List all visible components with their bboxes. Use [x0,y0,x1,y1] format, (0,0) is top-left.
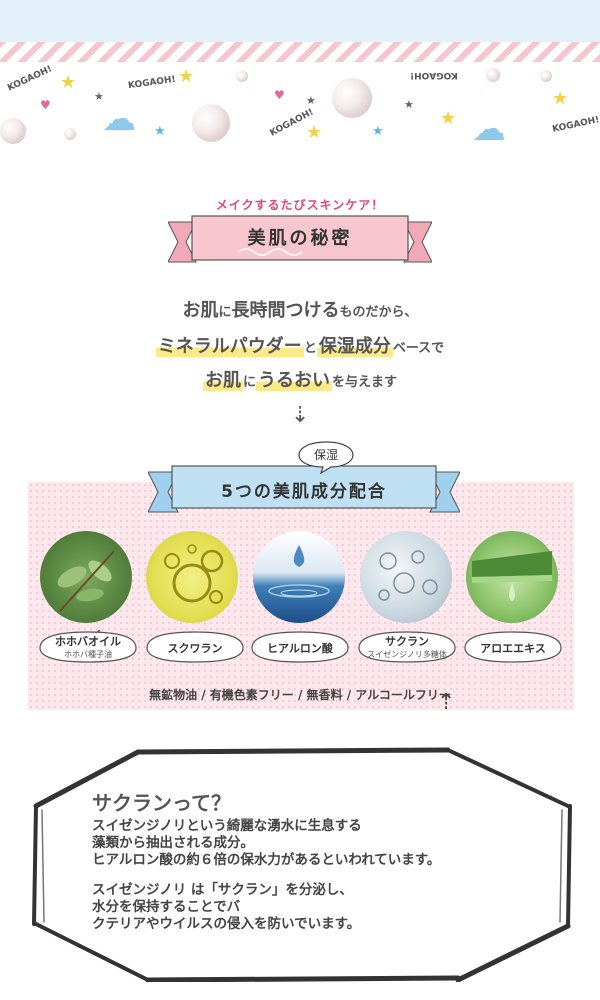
ingredient-name: ヒアルロン酸 [267,642,333,655]
lead-text: に [218,305,232,320]
star-icon: ★ [94,90,104,103]
qa-title: サクランって？ [92,791,231,815]
header-stripe [0,42,600,62]
brand-mark: KOGAOH! [6,64,54,94]
qa-body-line: クテリアやウイルスの侵入を防いでいます。 [92,916,361,932]
sketch-frame [32,747,572,982]
arrow-down-icon: ⇣ [291,403,310,428]
jojoba-leaf-image [40,531,132,623]
header-decoration: KOGAOH! KOGAOH! KOGAOH! KOGAOH! KOGAOH! … [0,62,600,150]
ingredient-tag [464,631,562,663]
pearl-icon [236,70,248,82]
speech-bubble [298,441,354,474]
water-droplet-image [253,531,345,623]
qa-body-line: スイゼンジノリ は「サクラン」を分泌し、 [92,882,353,898]
arrow-up-icon: ⇡ [437,690,456,715]
free-of-list: 無鉱物油 / 有機色素フリー / 無香料 / アルコールフリー [149,688,451,702]
catch-copy: メイクするたびスキンケア！ [215,198,385,212]
lead-text: を与えます [332,375,398,390]
squalane-oil-drops-image [146,531,238,623]
star-icon: ★ [552,88,569,109]
heart-icon: ♥ [40,98,51,112]
pearl-icon [332,78,372,118]
pearl-icon [0,118,26,144]
moisture-badge: 保湿 [313,448,338,462]
lead-highlight: うるおい [256,370,332,391]
lead-text: ベースで [392,341,445,356]
brand-mark: KOGAOH! [410,70,458,80]
star-icon: ★ [372,124,384,139]
ingredient-tag [358,631,456,663]
lead-highlight: お肌 [202,370,243,391]
lead-line-1: お肌に長時間つけるものだから、 [0,296,600,322]
ingredient-sub: スイゼンジノリ多糖体 [367,650,447,659]
pearl-icon [192,104,230,142]
lead-line-2: ミネラルパウダーと保湿成分ベースで [0,332,600,358]
star-icon: ★ [306,122,323,143]
cloud-icon: ☁ [472,109,506,149]
lead-line-3: お肌にうるおいを与えます [0,366,600,392]
ingredient-name: サクラン [385,635,429,648]
title-ribbon [168,215,432,263]
star-icon: ★ [440,108,457,129]
qa-body-line: ヒアルロン酸の約６倍の保水力があるといわれています。 [92,852,441,868]
qa-body-line: 水分を保持することでバ [92,899,241,915]
lead-text: ものだから、 [339,305,418,320]
lead-text: と [303,341,317,356]
pearl-icon [64,128,76,140]
aloe-leaf-image [466,531,558,623]
star-icon: ★ [306,94,316,107]
water-bubbles-image [360,531,452,623]
cloud-icon: ☁ [102,99,136,139]
lead-text: 長時間つける [231,300,340,321]
lead-highlight: ミネラルパウダー [155,336,304,357]
ingredient-name: ホホバオイル [55,635,121,648]
lead-text: お肌 [182,300,219,321]
star-icon: ★ [404,98,414,111]
brand-mark: KOGAOH! [127,74,177,92]
star-icon: ★ [60,72,77,93]
header-sky-band [0,0,600,42]
ingredient-tag [251,631,349,663]
star-icon: ★ [154,124,166,139]
ingredient-sub: ホホバ種子油 [64,650,112,659]
lead-highlight: 保湿成分 [316,336,393,357]
star-icon: ★ [178,66,195,87]
ingredient-tag [146,631,244,663]
heart-icon: ♥ [274,88,285,102]
qa-body-line: 藻類から抽出される成分。 [92,835,254,851]
pearl-icon [540,70,552,82]
section-ribbon [148,465,460,513]
ingredient-name: スクワラン [167,642,223,655]
pearl-icon [486,68,500,82]
section-title: 5つの美肌成分配合 [221,482,387,502]
lead-text: に [242,375,256,390]
ribbon-title: 美肌の秘密 [247,228,353,249]
brand-mark: KOGAOH! [551,115,600,135]
ingredient-name: アロエエキス [480,642,546,655]
qa-body-line: スイゼンジノリという綺麗な湧水に生息する [92,818,362,834]
ingredient-tag [39,630,137,663]
